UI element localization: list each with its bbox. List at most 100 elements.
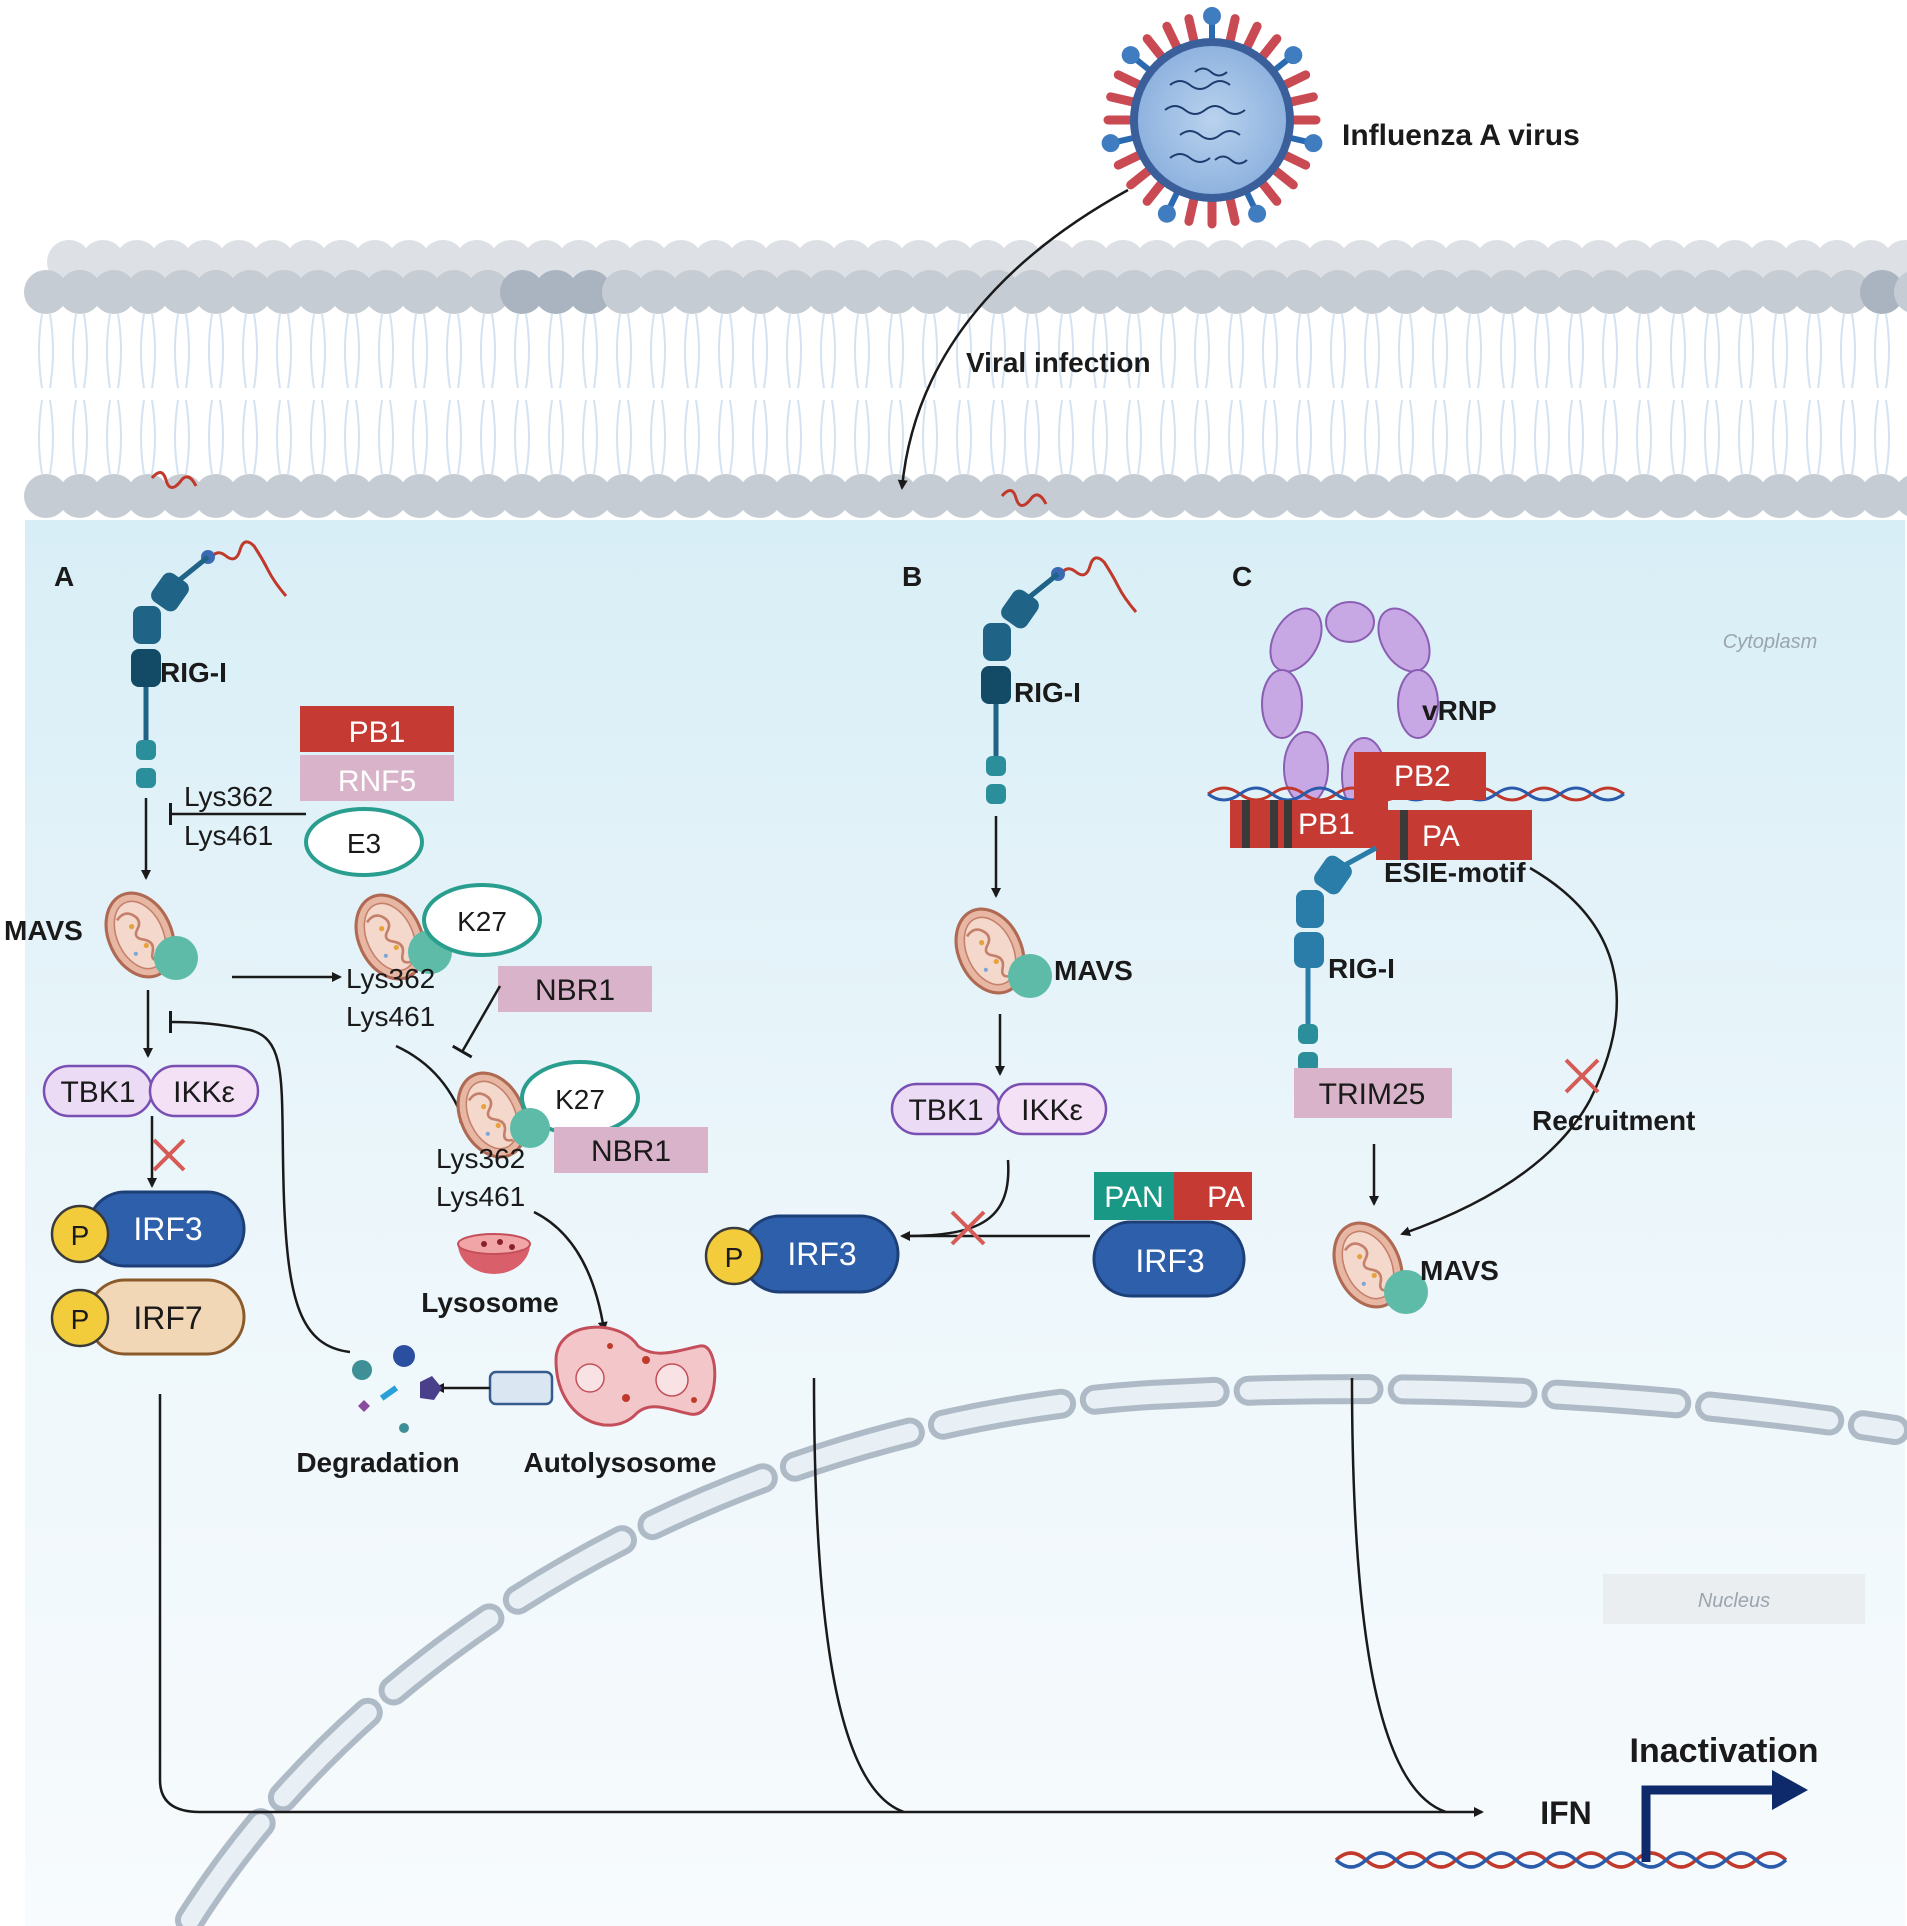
inactivation-label: Inactivation (1630, 1732, 1819, 1770)
mavs-label-b: MAVS (1054, 955, 1133, 986)
rig-i-receptor-a (131, 471, 288, 788)
ikke-label-a: IKKε (173, 1076, 235, 1109)
phospho-irf7 (50, 1288, 110, 1348)
nbr1-box-a (498, 966, 652, 1012)
pan-box (1094, 1172, 1174, 1220)
vrnp-label: vRNP (1422, 695, 1497, 726)
ifn-gene-dna (1334, 1851, 1788, 1869)
infection-arrow (897, 188, 1129, 490)
ifn-label: IFN (1540, 1795, 1592, 1831)
pan-label: PAN (1104, 1181, 1163, 1214)
lys362-label-b: Lys362 (346, 963, 435, 994)
trim25-box (1294, 1068, 1452, 1118)
irf3-bound-box (1092, 1220, 1246, 1298)
pb1-label-c: PB1 (1298, 808, 1355, 841)
signal-line-c (1350, 1377, 1447, 1814)
tbk1-label-a: TBK1 (60, 1076, 135, 1109)
nucleus-label: Nucleus (1698, 1590, 1770, 1612)
rnf5-label: RNF5 (338, 765, 416, 798)
tbk1-label-b: TBK1 (908, 1094, 983, 1127)
nuclear-envelope-inner (181, 1380, 1904, 1926)
block-x-icon-a (152, 1138, 186, 1172)
cell-membrane (24, 240, 1907, 518)
pb1-box-a (300, 706, 454, 752)
rig-i-receptor-c (1294, 845, 1378, 1072)
recruitment-arrow (1400, 866, 1618, 1237)
phospho-label-b: P (725, 1242, 744, 1273)
pb2-box (1354, 752, 1486, 800)
transcription-start-arrow (1641, 1785, 1780, 1862)
ikke-box-a (148, 1064, 260, 1118)
lys362-label-a: Lys362 (184, 781, 273, 812)
panel-b-letter: B (902, 561, 922, 592)
pa-band (1400, 810, 1408, 860)
lys461-label-c: Lys461 (436, 1181, 525, 1212)
rnf5-box (300, 755, 454, 801)
irf3-label-b: IRF3 (787, 1236, 856, 1272)
lys461-label-a: Lys461 (184, 820, 273, 851)
pa-label-c: PA (1422, 820, 1460, 853)
phospho-irf3-a (50, 1204, 110, 1264)
signal-line-a (158, 1394, 1484, 1817)
recruitment-label: Recruitment (1532, 1105, 1695, 1136)
mavs-k27-nbr1-complex (450, 1060, 640, 1162)
infection-label: Viral infection (966, 347, 1151, 378)
nbr1-inhibition (451, 985, 502, 1059)
degradation-label: Degradation (296, 1447, 459, 1478)
pb1-box-c (1230, 800, 1388, 848)
pb1-bands (1242, 800, 1292, 848)
autolysosome-vesicle (488, 1370, 554, 1406)
pb2-label: PB2 (1394, 760, 1451, 793)
to-autolysosome-arrow (533, 1210, 608, 1332)
autolysosome-icon (554, 1325, 717, 1427)
irf7-label: IRF7 (133, 1300, 202, 1336)
signal-line-b (812, 1377, 905, 1814)
block-x-icon-c (1564, 1058, 1600, 1094)
mavs-label-c: MAVS (1420, 1255, 1499, 1286)
pa-label-b: PA (1207, 1181, 1245, 1214)
ikke-label-b: IKKε (1021, 1094, 1083, 1127)
autolysosome-label: Autolysosome (524, 1447, 717, 1478)
virus-label: Influenza A virus (1342, 119, 1580, 152)
cytoplasm-label: Cytoplasm (1723, 631, 1817, 653)
nucleus-label-box (1603, 1574, 1865, 1624)
phospho-label-a2: P (71, 1304, 90, 1335)
lysosome-icon (457, 1233, 531, 1274)
rig-i-label-b: RIG-I (1014, 677, 1081, 708)
ikke-box-b (996, 1082, 1108, 1136)
phospho-label-a1: P (71, 1220, 90, 1251)
e3-ligase (304, 807, 424, 877)
panel-c-letter: C (1232, 561, 1252, 592)
block-x-icon-b (950, 1210, 986, 1246)
degradation-fragments-icon (352, 1345, 442, 1433)
mavs-label-a: MAVS (4, 915, 83, 946)
rig-i-receptor-b (981, 489, 1138, 804)
transcription-arrowhead (1772, 1770, 1808, 1810)
feedback-inhibition (168, 1010, 351, 1354)
rig-i-label-a: RIG-I (160, 657, 227, 688)
panel-a-letter: A (54, 561, 74, 592)
mavs-mitochondrion-b (948, 904, 1052, 998)
mavs-mitochondrion-a (98, 888, 198, 982)
influenza-virus-icon (1101, 7, 1323, 229)
pb1-label-a: PB1 (349, 716, 406, 749)
pa-box-b (1174, 1172, 1252, 1220)
k27-label: K27 (457, 906, 507, 937)
rig-i-label-c: RIG-I (1328, 953, 1395, 984)
irf3-bound-label: IRF3 (1135, 1243, 1204, 1279)
mavs-mitochondrion-c (1326, 1218, 1428, 1314)
esie-motif-label: ESIE-motif (1384, 857, 1526, 888)
vrnp-complex-icon (1261, 601, 1439, 815)
e3-label: E3 (347, 828, 381, 859)
lys461-label-b: Lys461 (346, 1001, 435, 1032)
trim25-label: TRIM25 (1319, 1078, 1426, 1111)
nbr1-label-b: NBR1 (591, 1135, 671, 1168)
k27-label-b: K27 (555, 1084, 605, 1115)
irf3-label-a: IRF3 (133, 1211, 202, 1247)
nbr1-box-b (554, 1127, 708, 1173)
lys362-label-c: Lys362 (436, 1143, 525, 1174)
nbr1-label-a: NBR1 (535, 974, 615, 1007)
mavs-k27-ubiquitinated (348, 883, 542, 984)
